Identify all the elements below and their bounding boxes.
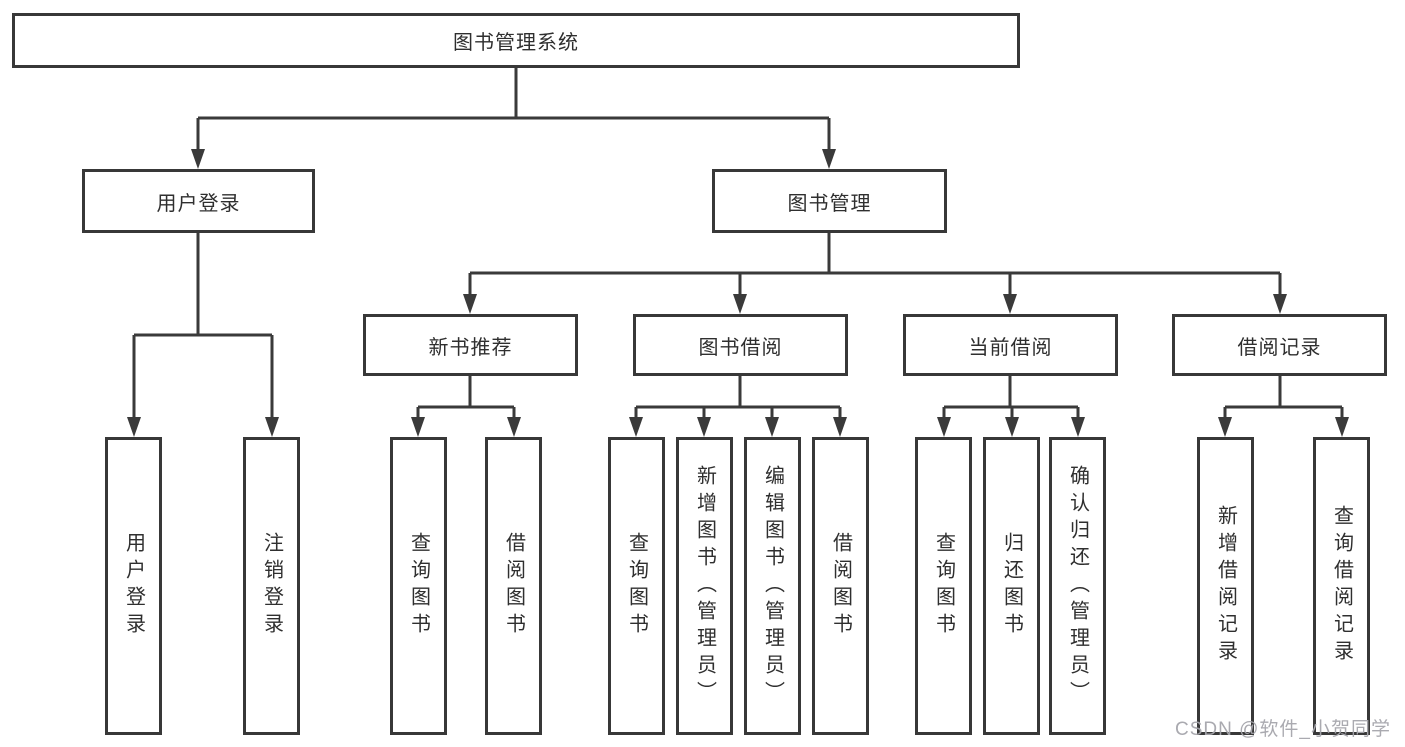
node-book-management: 图书管理 xyxy=(712,169,947,233)
node-current-borrow: 当前借阅 xyxy=(903,314,1118,376)
leaf-current-query-books: 查询图书 xyxy=(915,437,972,735)
node-new-book-recommend: 新书推荐 xyxy=(363,314,578,376)
leaf-borrow-borrow-books: 借阅图书 xyxy=(812,437,869,735)
node-user-login: 用户登录 xyxy=(82,169,315,233)
node-root: 图书管理系统 xyxy=(12,13,1020,68)
node-borrow-records: 借阅记录 xyxy=(1172,314,1387,376)
leaf-records-add-record: 新增借阅记录 xyxy=(1197,437,1254,735)
leaf-current-confirm-return-admin: 确认归还（管理员） xyxy=(1049,437,1106,735)
node-book-borrow: 图书借阅 xyxy=(633,314,848,376)
arrow-heads xyxy=(127,149,1349,437)
leaf-borrow-add-books-admin: 新增图书（管理员） xyxy=(676,437,733,735)
leaf-records-query-record: 查询借阅记录 xyxy=(1313,437,1370,735)
leaf-borrow-edit-books-admin: 编辑图书（管理员） xyxy=(744,437,801,735)
leaf-borrow-query-books: 查询图书 xyxy=(608,437,665,735)
leaf-logout: 注销登录 xyxy=(243,437,300,735)
tree-branch-lines xyxy=(132,68,1344,417)
leaf-recommend-query-books: 查询图书 xyxy=(390,437,447,735)
csdn-watermark: CSDN @软件_小贺同学 xyxy=(1175,719,1391,740)
leaf-user-login: 用户登录 xyxy=(105,437,162,735)
leaf-recommend-borrow-books: 借阅图书 xyxy=(485,437,542,735)
leaf-current-return-books: 归还图书 xyxy=(983,437,1040,735)
